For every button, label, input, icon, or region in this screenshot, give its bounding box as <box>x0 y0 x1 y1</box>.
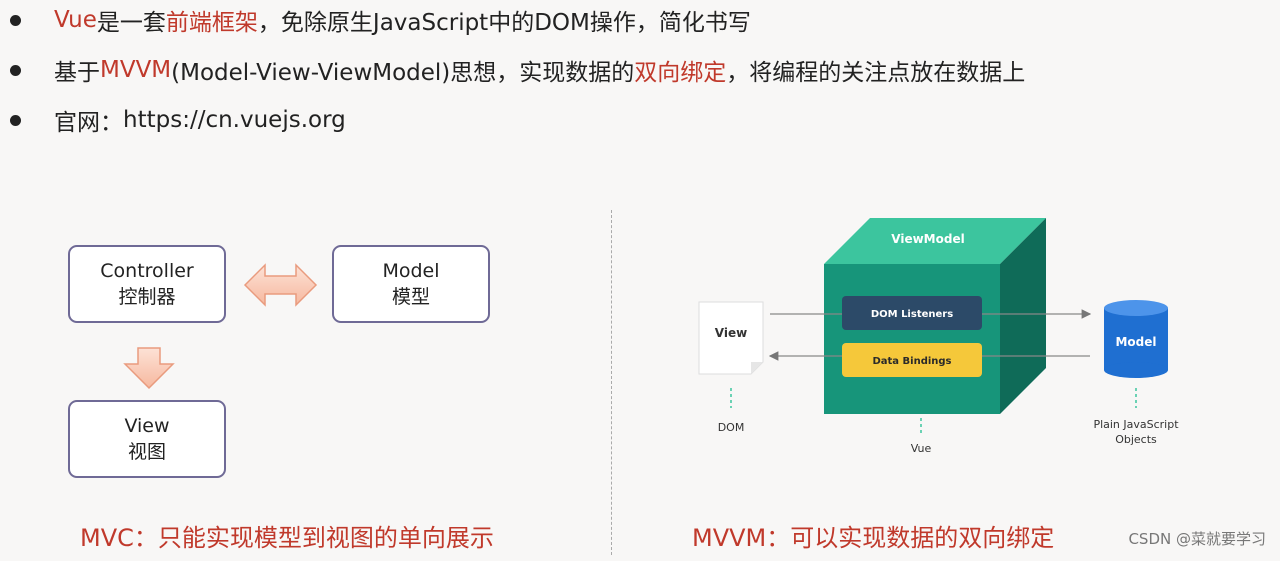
model-label-en: Model <box>382 260 440 282</box>
dom-label: DOM <box>718 421 745 434</box>
viewmodel-label: ViewModel <box>891 232 964 246</box>
text-segment: ，免除原生JavaScript中的DOM操作，简化书写 <box>257 10 751 36</box>
viewmodel-cube-side <box>1000 218 1046 414</box>
data-bindings-label: Data Bindings <box>872 356 951 367</box>
view-label-zh: 视图 <box>127 441 166 463</box>
section-divider <box>611 210 612 555</box>
controller-label-en: Controller <box>100 260 194 282</box>
down-arrow-icon <box>123 347 175 390</box>
text-segment: 是一套 <box>96 10 166 36</box>
dom-listeners-label: DOM Listeners <box>871 309 953 320</box>
bullet-dot <box>10 14 21 26</box>
view-label-en: View <box>124 415 170 437</box>
mvc-view-box: View 视图 <box>68 400 226 478</box>
bullet-dot <box>10 64 21 76</box>
mvc-model-box: Model 模型 <box>332 245 490 323</box>
text-segment: 基于 <box>54 60 100 86</box>
model-cylinder-body <box>1104 308 1168 370</box>
text-two-way-binding: 双向绑定 <box>634 60 727 86</box>
model-cylinder-label: Model <box>1115 335 1156 349</box>
website-link[interactable]: https://cn.vuejs.org <box>123 107 346 133</box>
watermark: CSDN @菜就要学习 <box>1128 530 1266 548</box>
text-mvvm: MVVM <box>100 57 172 83</box>
plain-js-label-1: Plain JavaScript <box>1093 418 1179 431</box>
vue-label: Vue <box>911 442 932 455</box>
viewmodel-cube-top <box>824 218 1046 264</box>
text-website-label: 官网： <box>54 110 123 136</box>
model-label-zh: 模型 <box>391 286 430 308</box>
mvc-caption: MVC：只能实现模型到视图的单向展示 <box>80 524 494 552</box>
model-cylinder-bottom <box>1104 362 1168 378</box>
plain-js-label-2: Objects <box>1115 433 1157 446</box>
bullet-item-vue-intro: Vue 是一套 前端框架 ，免除原生JavaScript中的DOM操作，简化书写 <box>10 0 751 40</box>
mvvm-caption: MVVM：可以实现数据的双向绑定 <box>692 524 1055 552</box>
text-segment: ，将编程的关注点放在数据上 <box>726 60 1026 86</box>
double-arrow-icon <box>243 263 318 307</box>
bullet-item-mvvm: 基于 MVVM (Model-View-ViewModel)思想，实现数据的 双… <box>10 50 1025 90</box>
model-cylinder-top <box>1104 300 1168 316</box>
bullet-item-website: 官网： https://cn.vuejs.org <box>10 100 346 140</box>
document-fold <box>751 362 763 374</box>
text-segment: (Model-View-ViewModel)思想，实现数据的 <box>171 60 635 86</box>
text-frontend-framework: 前端框架 <box>165 10 258 36</box>
data-bindings-box <box>842 343 982 377</box>
controller-label-zh: 控制器 <box>118 286 176 308</box>
dom-listeners-box <box>842 296 982 330</box>
viewmodel-cube-front <box>824 264 1000 414</box>
mvc-controller-box: Controller 控制器 <box>68 245 226 323</box>
bullet-dot <box>10 114 21 126</box>
text-vue: Vue <box>54 7 97 33</box>
view-doc-label: View <box>715 326 747 340</box>
